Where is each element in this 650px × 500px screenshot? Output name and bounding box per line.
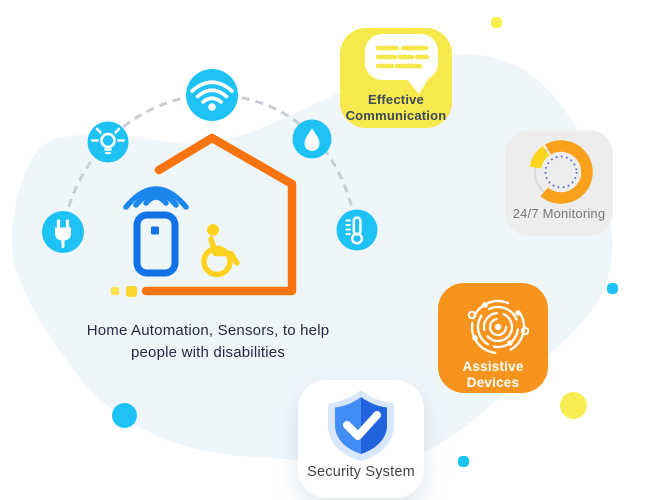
decor-square-large (126, 286, 137, 297)
house-outline (141, 133, 297, 296)
decor-dot-cyan-bottom (458, 456, 469, 467)
decor-dot-yellow-mid (560, 392, 587, 419)
card-effective-communication: Effective Communication (340, 28, 452, 128)
wifi-icon (186, 69, 238, 121)
lightbulb-icon (87, 121, 129, 163)
decor-dot-cyan-right (607, 283, 618, 294)
card-label-24-7-monitoring: 24/7 Monitoring (512, 206, 606, 221)
wheelchair-icon (201, 224, 240, 278)
decor-square-small (111, 287, 119, 295)
card-security-system: Security System (298, 380, 424, 498)
dashed-connector-arc (60, 93, 360, 249)
smartphone-icon (123, 186, 189, 277)
card-label-security-system: Security System (307, 464, 415, 480)
shield-check-icon (328, 390, 394, 461)
card-label-assistive-devices: Assistive Devices (462, 359, 524, 391)
progress-ring-icon (529, 140, 593, 204)
card-assistive-devices: Assistive Devices (438, 283, 548, 393)
circuit-spiral-icon (467, 299, 530, 355)
plug-icon (42, 211, 84, 253)
speech-bubble-icon (365, 34, 438, 94)
decor-dot-cyan-left (112, 403, 137, 428)
card-label-effective-communication: Effective Communication (345, 92, 447, 123)
water-drop-icon (292, 119, 332, 159)
decor-dot-yellow-top (491, 17, 502, 28)
card-24-7-monitoring: 24/7 Monitoring (505, 130, 613, 236)
thermometer-icon (336, 209, 378, 251)
caption-text: Home Automation, Sensors, to help people… (86, 322, 330, 361)
